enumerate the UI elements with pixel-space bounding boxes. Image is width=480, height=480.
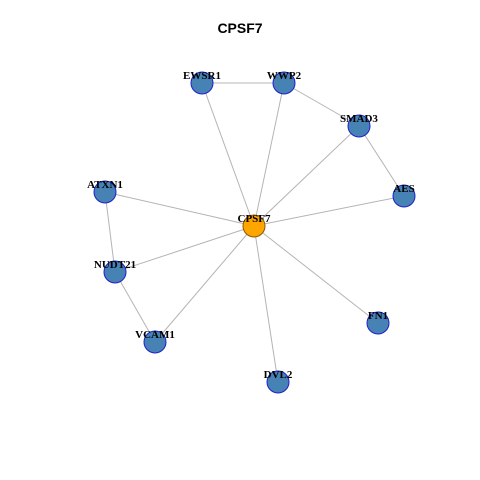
node-wwp2 <box>272 71 296 95</box>
node-label-dvl2: DVL2 <box>264 369 293 381</box>
node-label-smad3: SMAD3 <box>340 113 378 125</box>
edge-cpsf7-ewsr1 <box>201 82 255 227</box>
node-label-aes: AES <box>393 183 414 195</box>
node-label-atxn1: ATXN1 <box>87 179 123 191</box>
node-aes <box>392 184 416 208</box>
edge-cpsf7-wwp2 <box>253 82 285 227</box>
node-vcam1 <box>143 330 167 354</box>
node-dvl2 <box>266 370 290 394</box>
node-label-fn1: FN1 <box>368 310 388 322</box>
node-ewsr1 <box>190 71 214 95</box>
edge-smad3-aes <box>358 125 405 197</box>
edge-cpsf7-nudt21 <box>114 225 255 273</box>
edge-wwp2-smad3 <box>283 82 360 127</box>
edge-nudt21-vcam1 <box>114 271 156 343</box>
edge-cpsf7-vcam1 <box>154 225 255 343</box>
node-fn1 <box>366 311 390 335</box>
edge-cpsf7-aes <box>253 195 405 227</box>
edge-cpsf7-fn1 <box>253 225 379 324</box>
node-smad3 <box>347 114 371 138</box>
node-atxn1 <box>93 180 117 204</box>
edge-layer <box>104 82 405 383</box>
node-label-vcam1: VCAM1 <box>135 329 175 341</box>
node-nudt21 <box>103 260 127 284</box>
node-label-nudt21: NUDT21 <box>94 259 136 271</box>
plot-title: CPSF7 <box>217 20 263 36</box>
edge-atxn1-nudt21 <box>104 191 116 273</box>
edge-cpsf7-dvl2 <box>253 225 279 383</box>
node-label-cpsf7: CPSF7 <box>238 213 272 225</box>
edge-cpsf7-smad3 <box>253 125 360 227</box>
edge-cpsf7-atxn1 <box>104 191 255 227</box>
node-layer <box>93 71 416 394</box>
node-cpsf7 <box>242 214 266 238</box>
node-label-ewsr1: EWSR1 <box>183 70 221 82</box>
node-label-wwp2: WWP2 <box>267 70 302 82</box>
